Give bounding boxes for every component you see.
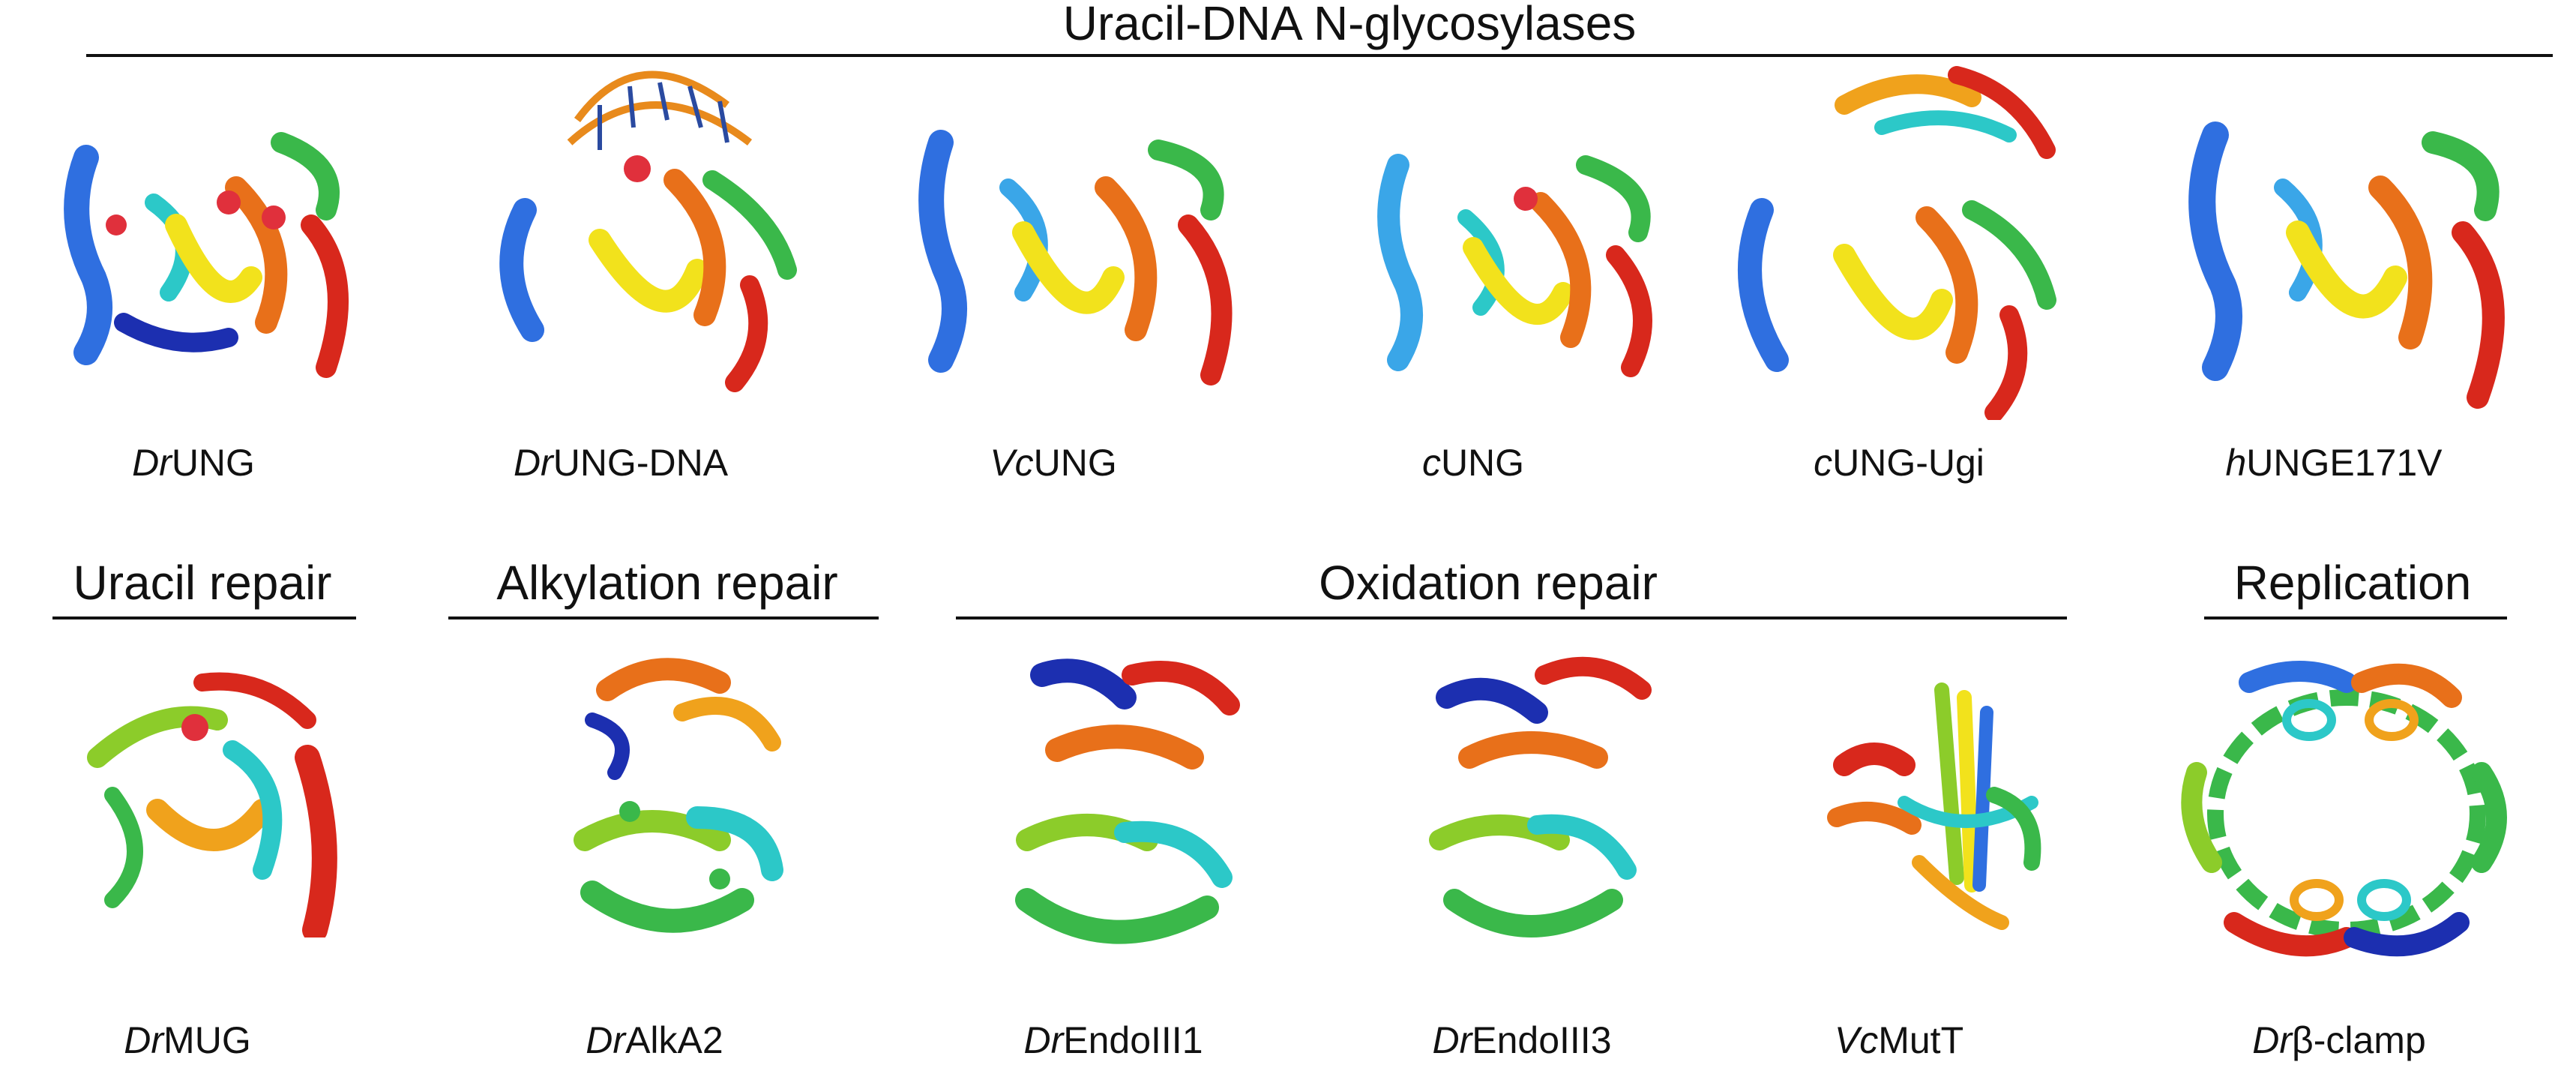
vcung-structure-image — [911, 120, 1256, 390]
drung-dna-structure-image — [487, 45, 817, 398]
drung-structure-image — [56, 128, 371, 382]
drendoiii1-label: DrEndoIII1 — [1023, 1019, 1203, 1061]
dralka2-label: DrAlkA2 — [586, 1019, 723, 1061]
group-divider-replication — [2204, 616, 2507, 620]
group-title-alkylation-repair: Alkylation repair — [496, 556, 838, 610]
drung-dna-label: DrUNG-DNA — [513, 442, 729, 484]
drbeta-clamp-structure-image — [2167, 638, 2527, 990]
cung-ugi-structure-image — [1732, 60, 2077, 420]
group-divider-uracil-repair — [52, 616, 356, 620]
cung-ugi-label: cUNG-Ugi — [1814, 442, 1984, 484]
vcung-label: VcUNG — [990, 442, 1117, 484]
drmug-label: DrMUG — [124, 1019, 251, 1061]
drendoiii3-structure-image — [1409, 645, 1664, 968]
hunge171v-label: hUNGE171V — [2225, 442, 2443, 484]
drmug-structure-image — [67, 660, 352, 938]
vcmutt-label: VcMutT — [1834, 1019, 1964, 1061]
group-title-oxidation-repair: Oxidation repair — [1319, 556, 1658, 610]
group-title-ung: Uracil-DNA N-glycosylases — [1062, 0, 1637, 50]
vcmutt-structure-image — [1814, 668, 2062, 938]
group-divider-oxidation-repair — [956, 616, 2067, 620]
group-divider-ung — [86, 54, 2553, 57]
cung-structure-image — [1376, 142, 1668, 382]
dralka2-structure-image — [547, 645, 795, 968]
group-divider-alkylation-repair — [448, 616, 879, 620]
cung-label: cUNG — [1421, 442, 1525, 484]
drendoiii1-structure-image — [997, 645, 1260, 975]
hunge171v-structure-image — [2178, 112, 2523, 412]
drendoiii3-label: DrEndoIII3 — [1432, 1019, 1612, 1061]
group-title-replication: Replication — [2233, 556, 2472, 610]
drbeta-clamp-label: Drβ-clamp — [2252, 1019, 2426, 1061]
drung-label: DrUNG — [132, 442, 255, 484]
group-title-uracil-repair: Uracil repair — [73, 556, 332, 610]
